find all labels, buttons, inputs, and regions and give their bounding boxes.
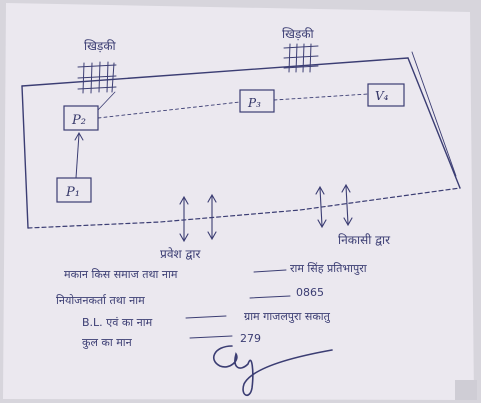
- note-line2-right: 0865: [296, 286, 324, 299]
- p4-label: V₄: [375, 89, 389, 103]
- left-window-hatch: [77, 61, 117, 94]
- p2-to-p3-line: [97, 101, 241, 119]
- exit-label: निकासी द्वार: [338, 233, 391, 247]
- note-line4-right: 279: [240, 332, 261, 345]
- note-line1-right: राम सिंह प्रतिभापुरा: [290, 262, 367, 275]
- p2-label: P₂: [71, 113, 86, 128]
- room-right-wall-inner: [411, 51, 457, 177]
- p3-to-p4-line: [273, 93, 369, 101]
- p3-box: [239, 89, 275, 113]
- note-line4-left: कुल का मान: [82, 336, 133, 349]
- p4-box: [367, 83, 405, 107]
- room-left-wall: [21, 85, 29, 229]
- p1-box: [56, 177, 92, 203]
- note-dash-3: [185, 315, 227, 319]
- p1-to-p2-arrowhead: [74, 131, 84, 141]
- note-dash-1: [253, 269, 287, 273]
- right-window-hatch: [283, 43, 319, 73]
- room-top-wall: [21, 57, 409, 87]
- entrance-label: प्रवेश द्वार: [160, 247, 201, 261]
- left-window-label: खिड़की: [84, 39, 117, 53]
- exit-arrows: [315, 183, 353, 229]
- room-bottom-wall: [27, 187, 461, 229]
- note-line3-left: B.L. एवं का नाम: [82, 316, 153, 329]
- note-line1-left: मकान किस समाज तथा नाम: [64, 268, 178, 281]
- entrance-arrows: [179, 193, 217, 243]
- handwritten-signature-icon: [212, 345, 333, 396]
- note-dash-2: [249, 295, 291, 299]
- note-line2-left: नियोजनकर्ता तथा नाम: [56, 294, 145, 307]
- paper-sheet: [3, 3, 474, 400]
- room-right-wall: [407, 57, 461, 189]
- note-line3-right: ग्राम गाजलपुरा सकातु: [244, 310, 331, 323]
- p1-label: P₁: [65, 185, 80, 200]
- note-dash-4: [189, 335, 233, 339]
- p2-top-line: [97, 91, 116, 111]
- paper-shadow: [455, 380, 477, 400]
- p3-label: P₃: [247, 96, 261, 110]
- p1-to-p2-arrow: [75, 133, 80, 179]
- right-window-label: खिड़की: [282, 27, 315, 41]
